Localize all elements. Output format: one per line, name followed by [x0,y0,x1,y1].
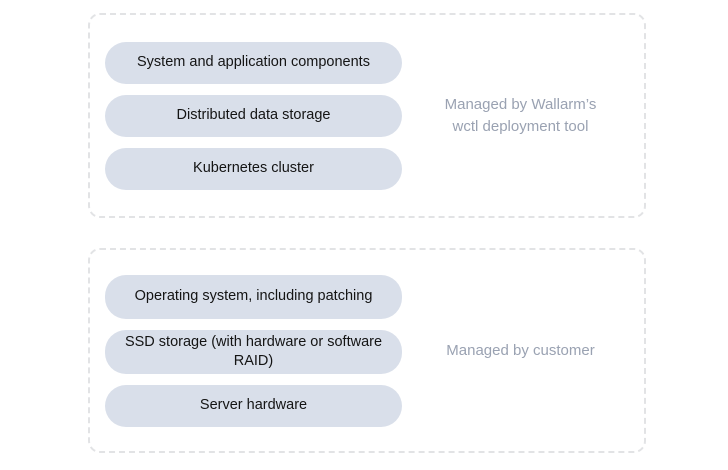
pill-server-hardware: Server hardware [105,384,402,427]
caption-column-customer: Managed by customer [403,250,644,451]
pill-operating-system-including-patching: Operating system, including patching [105,274,402,319]
group-caption-managed-by-wallarm: Managed by Wallarm’s wctl deployment too… [444,95,597,135]
pill-column-wallarm: System and application components Distri… [90,15,403,216]
pill-label: SSD storage (with hardware or software R… [124,333,383,369]
group-managed-by-customer: Operating system, including patching SSD… [88,248,646,453]
responsibility-diagram: System and application components Distri… [88,13,646,453]
pill-label: Operating system, including patching [134,288,373,304]
group-managed-by-wallarm: System and application components Distri… [88,13,646,218]
pill-system-and-application-components: System and application components [105,41,402,84]
pill-column-customer: Operating system, including patching SSD… [90,250,403,451]
pill-label: Distributed data storage [176,107,331,123]
pill-label: System and application components [137,54,370,70]
pill-kubernetes-cluster: Kubernetes cluster [105,147,402,190]
group-caption-managed-by-customer: Managed by customer [446,341,595,359]
pill-label: Server hardware [199,397,308,413]
pill-ssd-storage: SSD storage (with hardware or software R… [105,329,402,374]
pill-label: Kubernetes cluster [193,160,314,176]
caption-column-wallarm: Managed by Wallarm’s wctl deployment too… [403,15,644,216]
pill-distributed-data-storage: Distributed data storage [105,94,402,137]
